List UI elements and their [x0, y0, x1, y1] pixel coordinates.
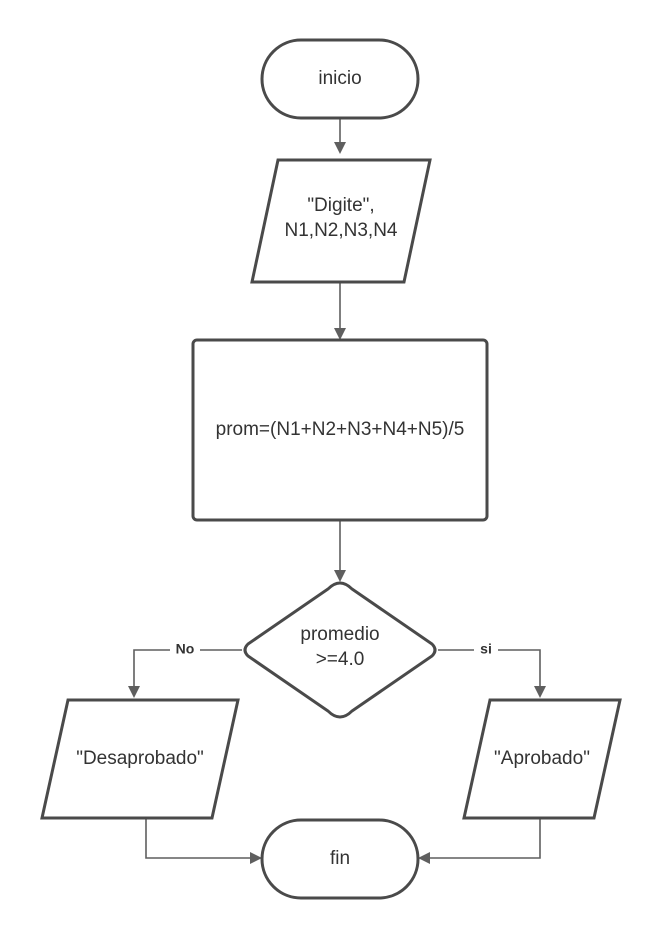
end-label: fin — [330, 848, 350, 869]
start-label: inicio — [318, 68, 361, 89]
output-fail-node: "Desaprobado" — [40, 698, 240, 820]
output-fail-label: "Desaprobado" — [76, 748, 204, 769]
edge-decision-no — [128, 649, 242, 698]
end-terminator: fin — [260, 818, 420, 900]
output-pass-node: "Aprobado" — [462, 698, 622, 820]
process-label: prom=(N1+N2+N3+N4+N5)/5 — [216, 419, 465, 440]
decision-label-line-1: promedio — [300, 624, 379, 645]
input-node: "Digite", N1,N2,N3,N4 — [250, 158, 432, 284]
start-terminator: inicio — [260, 38, 420, 120]
process-node: prom=(N1+N2+N3+N4+N5)/5 — [191, 338, 489, 522]
edge-label-no: No — [170, 640, 200, 660]
edge-label-yes: si — [474, 640, 498, 660]
edge-label-no-text: No — [176, 641, 195, 657]
edge-pass-to-end — [418, 818, 541, 864]
input-label-line-2: N1,N2,N3,N4 — [285, 220, 398, 241]
edges — [128, 118, 546, 864]
input-label-line-1: "Digite", — [307, 195, 374, 216]
edge-fail-to-end — [145, 818, 262, 864]
decision-node: promedio >=4.0 — [243, 581, 437, 719]
edge-decision-yes — [438, 649, 546, 698]
edge-label-yes-text: si — [480, 641, 492, 657]
decision-label-line-2: >=4.0 — [316, 649, 365, 670]
output-pass-label: "Aprobado" — [494, 748, 590, 769]
